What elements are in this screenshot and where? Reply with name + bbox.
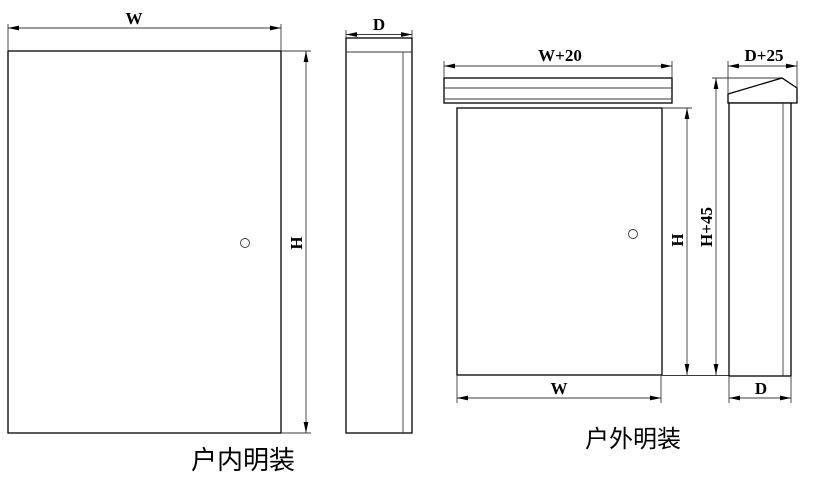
indoor-width-dimension: W: [7, 9, 282, 51]
outdoor-view-title: 户外明装: [585, 425, 681, 453]
canopy-roof-profile: [727, 77, 798, 104]
indoor-door-knob: [240, 238, 250, 248]
indoor-view-title: 户内明装: [191, 446, 295, 476]
indoor-height-dimension: H: [281, 50, 311, 434]
outdoor-canopy-depth-dimension: D+25: [727, 46, 798, 94]
indoor-enclosure-outline: [7, 50, 282, 434]
indoor-depth-dimension: D: [345, 15, 413, 38]
outdoor-front-view: W+20 H H+45 W: [443, 46, 782, 403]
indoor-side-view: D: [345, 15, 413, 434]
outdoor-canopy-width-dimension: W+20: [443, 46, 673, 78]
outdoor-side-outline: [728, 102, 792, 377]
outdoor-canopy-width-label: W+20: [538, 46, 582, 65]
outdoor-total-height-label: H+45: [697, 207, 716, 247]
indoor-side-outline: [345, 37, 413, 434]
outdoor-door-knob: [628, 229, 638, 239]
indoor-height-label: H: [287, 236, 306, 249]
indoor-width-label: W: [126, 9, 143, 28]
outdoor-side-view: D+25 D: [727, 46, 798, 403]
outdoor-width-label: W: [551, 379, 568, 398]
outdoor-total-height-dimension: H+45: [697, 77, 782, 375]
indoor-depth-label: D: [373, 15, 385, 34]
outdoor-height-dimension: H: [662, 107, 692, 375]
outdoor-canopy-depth-label: D+25: [745, 46, 784, 65]
outdoor-canopy-front: [443, 77, 673, 104]
outdoor-depth-dimension: D: [728, 376, 792, 403]
outdoor-height-label: H: [668, 233, 687, 246]
outdoor-depth-label: D: [755, 379, 767, 398]
indoor-front-view: W H: [7, 9, 311, 434]
outdoor-width-dimension: W: [456, 375, 662, 403]
outdoor-enclosure-outline: [456, 107, 663, 376]
